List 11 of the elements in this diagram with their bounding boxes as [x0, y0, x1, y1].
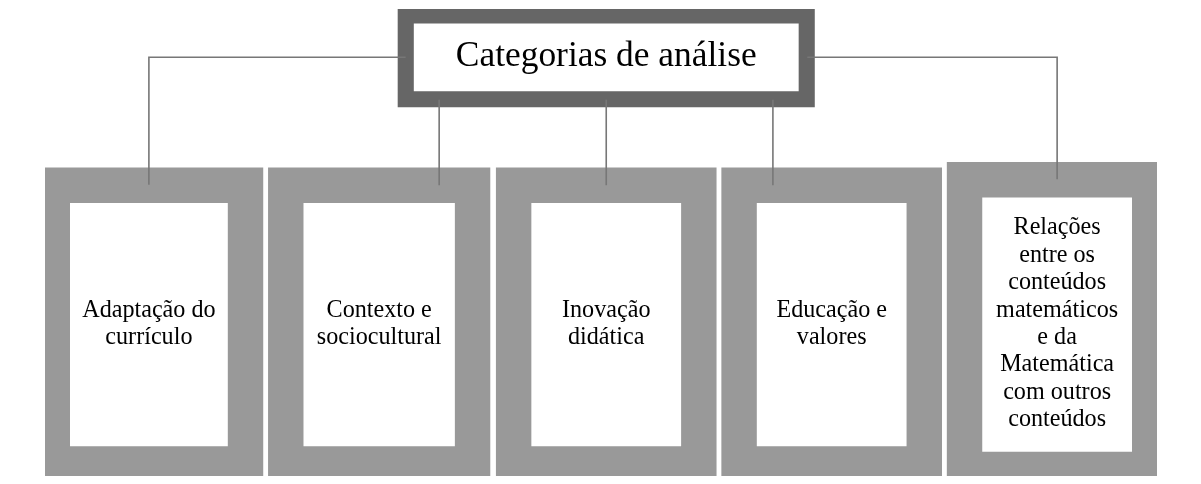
node-box: Educação e valores — [720, 167, 942, 476]
node-box: Adaptação do currículo — [44, 167, 263, 476]
connector — [604, 98, 607, 186]
connector — [437, 98, 440, 186]
connector — [771, 98, 774, 186]
node-box: Contexto e sociocultural — [267, 167, 490, 476]
node-box: Categorias de análise — [397, 8, 815, 107]
connector — [806, 56, 1058, 180]
node-box: Inovação didática — [495, 167, 717, 476]
connector — [147, 56, 406, 185]
node-box: Relações entre os conteúdos matemáticos e da Matemática com outros conteúdos — [946, 161, 1157, 476]
